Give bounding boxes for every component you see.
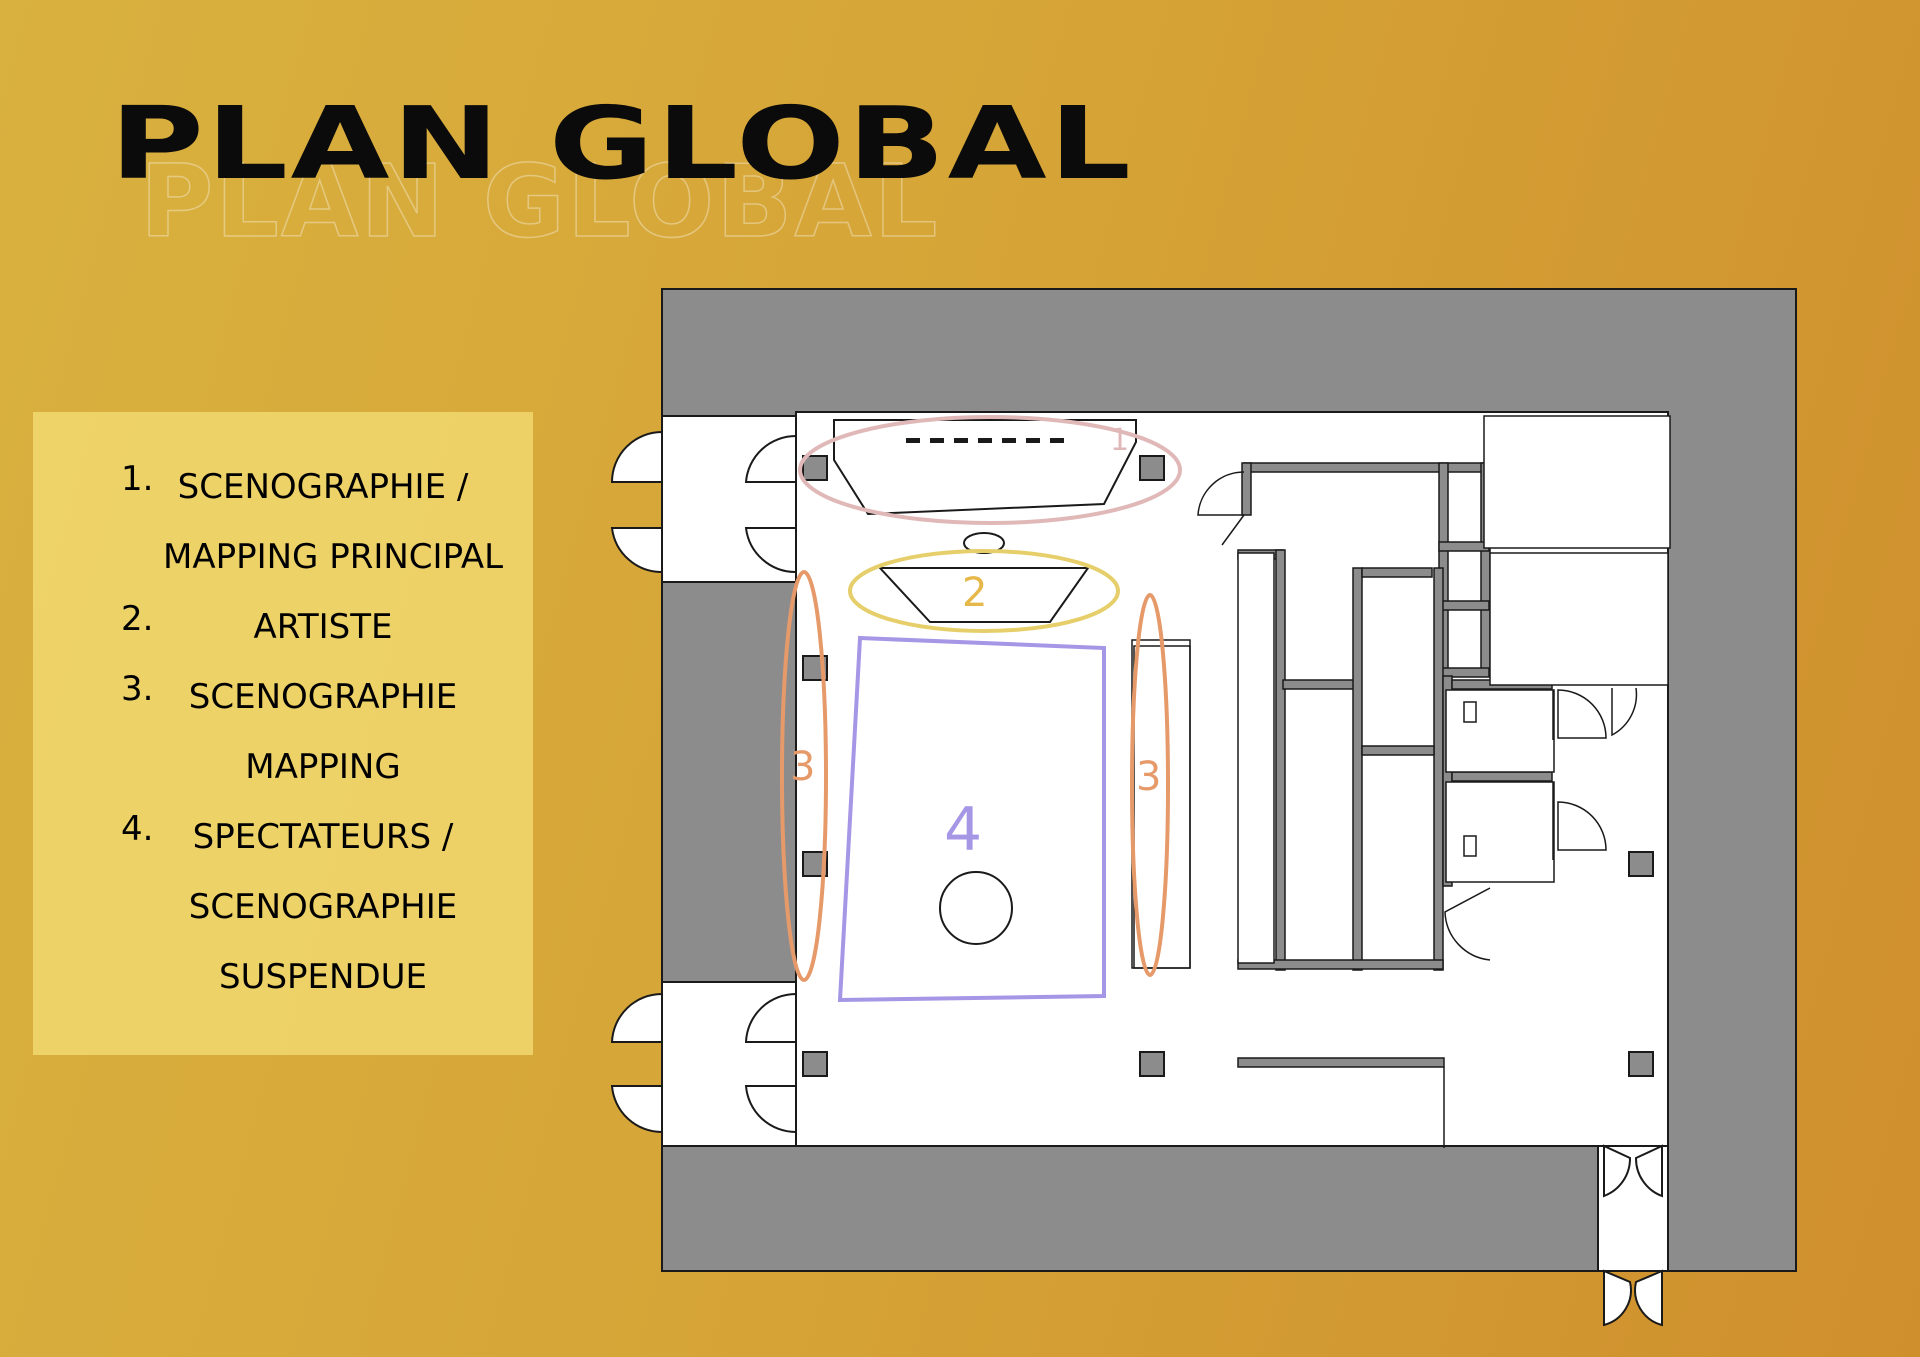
legend-panel: 1. SCENOGRAPHIE / MAPPING PRINCIPAL 2. A…: [33, 412, 533, 1055]
pillars: [802, 455, 1654, 1077]
zone-1-outline: [798, 415, 1182, 525]
zone-2-artist: 2: [848, 532, 1120, 633]
zone-4-label: 4: [944, 795, 982, 865]
legend-line: ARTISTE: [253, 607, 393, 647]
legend-line: MAPPING PRINCIPAL: [163, 537, 504, 577]
zone-2-label: 2: [962, 570, 987, 616]
page-title: PLAN GLOBAL: [110, 85, 1134, 202]
inner-walls: [1237, 462, 1553, 1068]
legend-number: 4.: [121, 809, 154, 849]
zone-4-outline: [837, 635, 1106, 1003]
title-shadow: PLAN GLOBAL: [139, 142, 940, 261]
zone-1-label: 1: [1110, 423, 1129, 458]
zone-3-left: 3: [780, 570, 828, 982]
zone-1-stage: 1: [798, 415, 1182, 525]
legend-line: SUSPENDUE: [218, 957, 428, 997]
legend-line: SCENOGRAPHIE: [188, 677, 458, 717]
title-block: PLAN GLOBAL PLAN GLOBAL: [110, 85, 1410, 265]
toilet-icons: [1463, 701, 1477, 857]
legend-line: SPECTATEURS /: [192, 817, 454, 857]
legend-line: MAPPING: [245, 747, 401, 787]
zone-3-right-outline: [1130, 593, 1170, 977]
suspended-scenography: [939, 871, 1013, 945]
zone-3-left-label: 3: [790, 744, 815, 790]
legend-number: 1.: [121, 459, 154, 499]
legend-line: SCENOGRAPHIE /: [177, 467, 469, 507]
legend-line: SCENOGRAPHIE: [188, 887, 458, 927]
zone-4-spectators: 4: [837, 635, 1106, 1003]
legend-number: 3.: [121, 669, 154, 709]
room-outlines: [1131, 415, 1671, 1148]
zone-3-right-label: 3: [1136, 754, 1161, 800]
zone-3-right: 3: [1130, 593, 1191, 977]
entry-doors: [610, 430, 1663, 1327]
room-doors: [1197, 471, 1638, 961]
stage-speakers: [906, 438, 1064, 443]
zone-2-outline: [848, 549, 1120, 633]
zone-3-left-outline: [780, 570, 828, 982]
legend-number: 2.: [121, 599, 154, 639]
